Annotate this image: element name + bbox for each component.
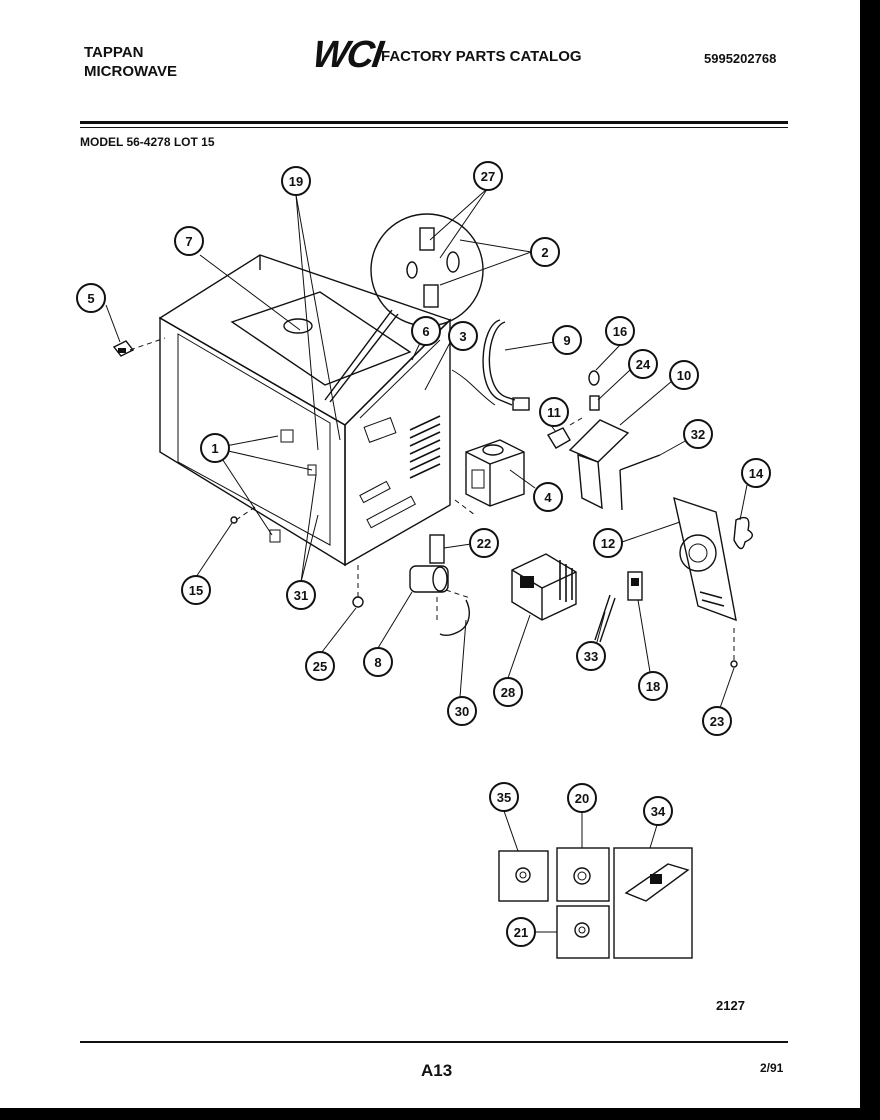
callout-14: 14 <box>741 458 771 488</box>
part-screw-15 <box>230 516 238 524</box>
callout-25: 25 <box>305 651 335 681</box>
part-fan-blade-14 <box>733 516 753 550</box>
callout-10: 10 <box>669 360 699 390</box>
svg-text:28: 28 <box>501 685 515 700</box>
svg-text:30: 30 <box>455 704 469 719</box>
callout-8: 8 <box>363 647 393 677</box>
part-clip-22 <box>429 534 445 564</box>
callout-7: 7 <box>174 226 204 256</box>
svg-text:33: 33 <box>584 649 598 664</box>
callout-4: 4 <box>533 482 563 512</box>
illustration-code: 2127 <box>716 998 745 1013</box>
part-capacitor-8 <box>409 565 449 593</box>
callout-30: 30 <box>447 696 477 726</box>
svg-text:20: 20 <box>575 791 589 806</box>
brand-name: TAPPAN <box>84 44 144 61</box>
svg-text:14: 14 <box>749 466 764 481</box>
part-magnetron-4 <box>465 439 525 507</box>
callout-27: 27 <box>473 161 503 191</box>
svg-text:3: 3 <box>459 329 466 344</box>
svg-text:2: 2 <box>541 245 548 260</box>
part-harness-33 <box>594 594 616 643</box>
part-spring-32 <box>619 454 661 511</box>
svg-text:7: 7 <box>185 234 192 249</box>
svg-text:12: 12 <box>601 536 615 551</box>
callout-21: 21 <box>506 917 536 947</box>
part-fan-motor-assembly-12 <box>673 496 737 622</box>
callout-31: 31 <box>286 580 316 610</box>
callout-5: 5 <box>76 283 106 313</box>
svg-text:6: 6 <box>422 324 429 339</box>
exploded-parts-diagram: 1 2 3 4 5 6 7 8 9 10 11 12 14 15 16 18 1… <box>76 161 771 959</box>
callout-9: 9 <box>552 325 582 355</box>
svg-text:21: 21 <box>514 925 528 940</box>
callout-19: 19 <box>281 166 311 196</box>
svg-text:24: 24 <box>636 357 651 372</box>
callout-18: 18 <box>638 671 668 701</box>
microwave-cabinet <box>158 254 452 567</box>
callout-34: 34 <box>643 796 673 826</box>
footer-rule <box>80 1041 788 1043</box>
cabinet-vent-slots <box>409 415 441 479</box>
part-terminal-5 <box>112 340 135 357</box>
svg-text:19: 19 <box>289 174 303 189</box>
svg-text:31: 31 <box>294 588 308 603</box>
part-transformer-28 <box>511 553 577 621</box>
svg-text:4: 4 <box>544 490 552 505</box>
part-bracket-10 <box>568 419 630 510</box>
callout-3: 3 <box>448 321 478 351</box>
svg-text:25: 25 <box>313 659 327 674</box>
part-screw-23 <box>730 660 738 668</box>
part-leader-lines <box>129 337 735 660</box>
part-power-cord-9 <box>451 319 530 411</box>
catalog-page: TAPPAN MICROWAVE WCI FACTORY PARTS CATAL… <box>0 0 860 1108</box>
svg-text:27: 27 <box>481 169 495 184</box>
callout-24: 24 <box>628 349 658 379</box>
part-nut-25 <box>352 596 364 608</box>
callout-leaders <box>105 187 748 709</box>
svg-text:23: 23 <box>710 714 724 729</box>
part-bracket-11 <box>546 427 571 449</box>
svg-text:1: 1 <box>211 441 218 456</box>
page-number: A13 <box>421 1061 453 1080</box>
svg-text:22: 22 <box>477 536 491 551</box>
catalog-title: FACTORY PARTS CATALOG <box>381 48 582 65</box>
svg-text:9: 9 <box>563 333 570 348</box>
svg-text:16: 16 <box>613 324 627 339</box>
part-switch-18 <box>627 571 643 601</box>
header-rule-thin <box>80 127 788 128</box>
svg-text:18: 18 <box>646 679 660 694</box>
callout-11: 11 <box>539 397 569 427</box>
product-type: MICROWAVE <box>84 63 178 80</box>
revision-date: 2/91 <box>760 1061 784 1075</box>
svg-text:34: 34 <box>651 804 666 819</box>
callout-15: 15 <box>181 575 211 605</box>
callout-33: 33 <box>576 641 606 671</box>
svg-text:11: 11 <box>547 405 561 420</box>
svg-text:35: 35 <box>497 790 511 805</box>
callout-12: 12 <box>593 528 623 558</box>
catalog-number: 5995202768 <box>704 51 777 66</box>
callout-35: 35 <box>489 782 519 812</box>
accessory-parts-boxes <box>498 810 693 959</box>
svg-text:15: 15 <box>189 583 203 598</box>
callout-16: 16 <box>605 316 635 346</box>
svg-text:5: 5 <box>87 291 94 306</box>
callout-6: 6 <box>411 316 441 346</box>
callout-28: 28 <box>493 677 523 707</box>
model-line: MODEL 56-4278 LOT 15 <box>80 135 215 149</box>
interlock-switch-detail <box>324 213 484 403</box>
header-rule-thick <box>80 121 788 124</box>
callout-2: 2 <box>530 237 560 267</box>
svg-text:10: 10 <box>677 368 691 383</box>
part-thermal-cutout-16-24 <box>588 370 600 411</box>
callout-32: 32 <box>683 419 713 449</box>
svg-text:8: 8 <box>374 655 381 670</box>
callout-23: 23 <box>702 706 732 736</box>
part-diode-30 <box>439 599 470 637</box>
callout-22: 22 <box>469 528 499 558</box>
callout-20: 20 <box>567 783 597 813</box>
svg-text:32: 32 <box>691 427 705 442</box>
callout-1: 1 <box>200 433 230 463</box>
